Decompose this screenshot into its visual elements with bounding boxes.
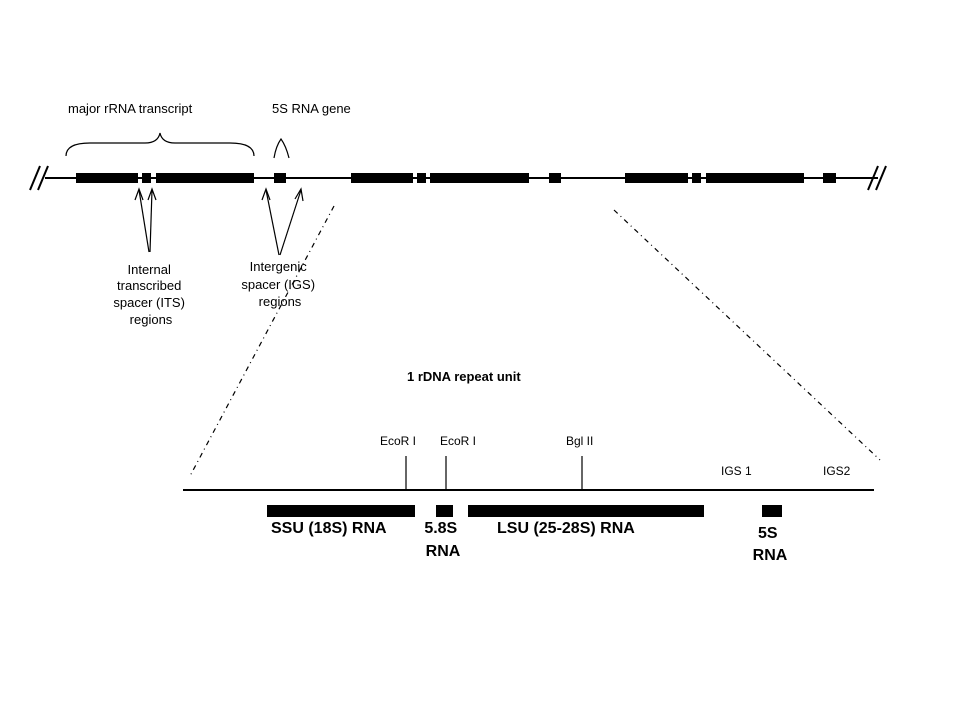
break-mark-left (29, 165, 49, 191)
gene-block-58s-1 (142, 173, 151, 183)
igs-label: Intergenic spacer (IGS) regions (241, 259, 318, 309)
its-label: Internal transcribed spacer (ITS) region… (113, 262, 188, 327)
gene-block-lsu-3 (706, 173, 804, 183)
gene-block-ssu-3 (625, 173, 688, 183)
gene-5s-cap (273, 137, 290, 159)
rna5s-label: 5S RNA (753, 525, 788, 564)
repeat-unit-title: 1 rDNA repeat unit (407, 369, 521, 384)
ssu-label: SSU (18S) RNA (271, 520, 387, 537)
rna58-block (436, 505, 453, 517)
ssu-block (267, 505, 415, 517)
gene-block-5s-1 (274, 173, 286, 183)
ecori-2-label: EcoR I (440, 434, 476, 448)
bglii-label: Bgl II (566, 434, 593, 448)
gene-block-ssu-2 (351, 173, 413, 183)
zoom-guide-left (189, 205, 335, 477)
its-arrows (134, 187, 157, 253)
major-transcript-brace (65, 132, 255, 157)
igs2-label: IGS2 (823, 464, 851, 478)
gene-block-lsu-2 (430, 173, 529, 183)
igs1-label: IGS 1 (721, 464, 752, 478)
igs-arrows (261, 187, 304, 256)
gene-block-5s-3 (823, 173, 836, 183)
lsu-block (468, 505, 704, 517)
gene-5s-label: 5S RNA gene (272, 101, 351, 116)
rna5s-block (762, 505, 782, 517)
lsu-label: LSU (25-28S) RNA (497, 520, 635, 537)
gene-block-5s-2 (549, 173, 561, 183)
gene-block-58s-2 (417, 173, 426, 183)
major-transcript-label: major rRNA transcript (68, 101, 193, 116)
gene-block-lsu-1 (156, 173, 254, 183)
gene-block-ssu-1 (76, 173, 138, 183)
gene-block-58s-3 (692, 173, 701, 183)
break-mark-right (867, 165, 887, 191)
rna58-label: 5.8S RNA (424, 520, 461, 560)
ecori-1-label: EcoR I (380, 434, 416, 448)
zoom-guide-right (613, 209, 881, 461)
